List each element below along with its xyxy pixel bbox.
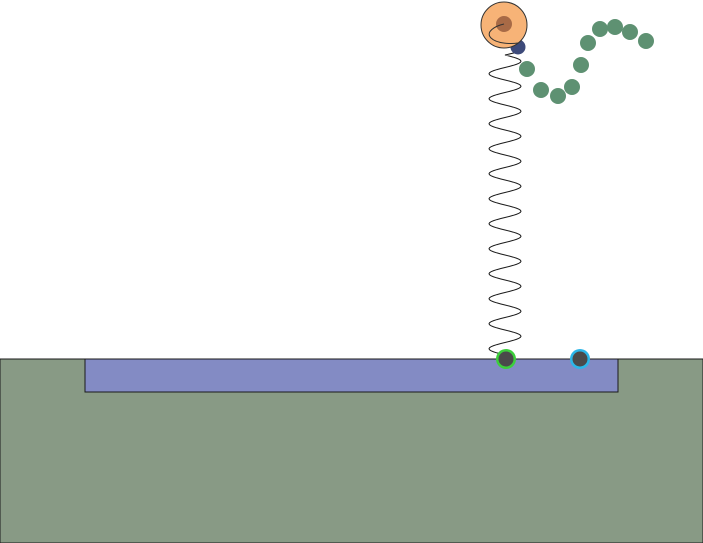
- head-ball[interactable]: [480, 1, 528, 49]
- motion-trail: [519, 19, 654, 104]
- target-joint[interactable]: [570, 349, 590, 369]
- trail-dot: [564, 79, 580, 95]
- trail-dot: [573, 57, 589, 73]
- trail-dot: [550, 88, 566, 104]
- trail-dot: [580, 35, 596, 51]
- trail-dot: [622, 24, 638, 40]
- spring-coil[interactable]: [488, 51, 522, 360]
- trail-dot: [533, 82, 549, 98]
- platform[interactable]: [84, 358, 619, 393]
- anchor-joint[interactable]: [496, 349, 516, 369]
- trail-dot: [519, 61, 535, 77]
- trail-dot: [638, 33, 654, 49]
- trail-dot: [607, 19, 623, 35]
- trail-dot: [592, 21, 608, 37]
